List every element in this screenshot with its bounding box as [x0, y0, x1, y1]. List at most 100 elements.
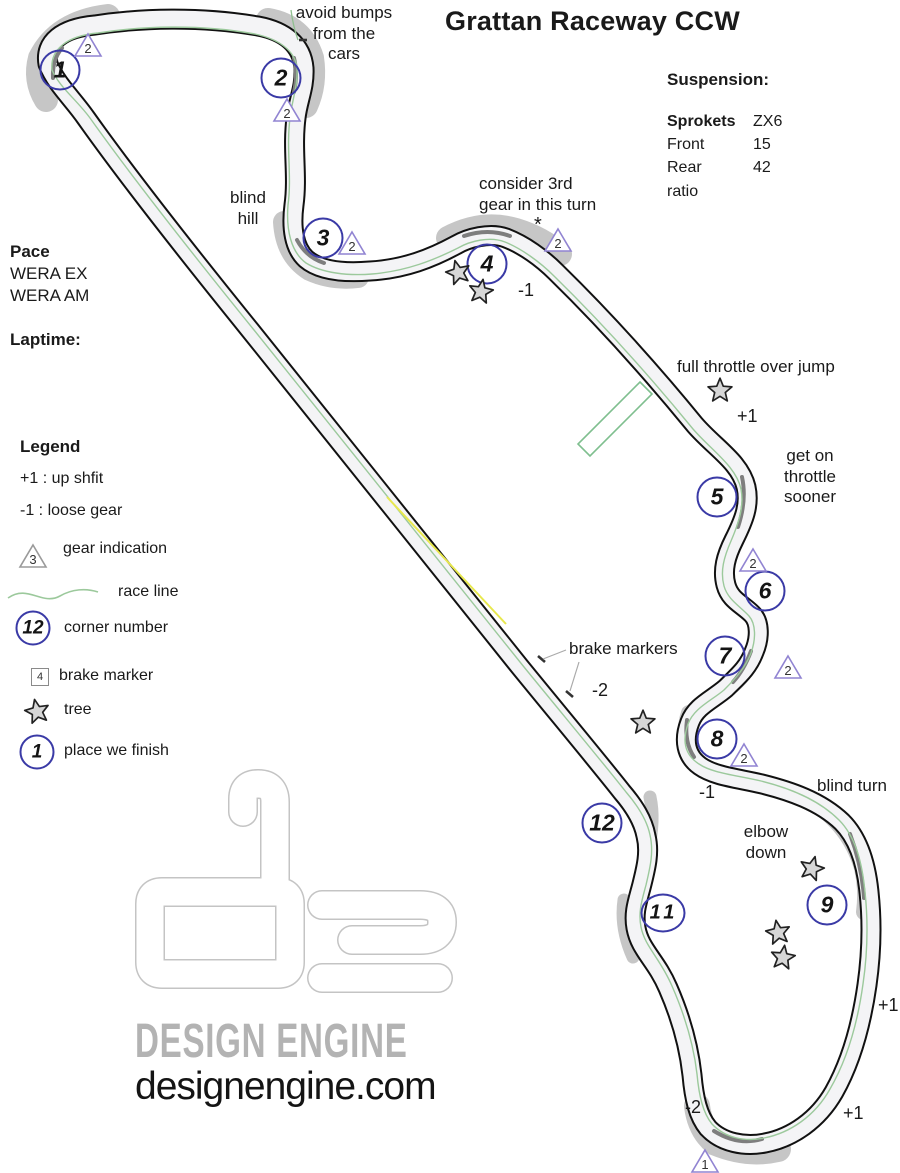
leader-avoid-bumps	[290, 9, 299, 41]
legend-tree-icon	[22, 696, 52, 725]
triangle-shape	[272, 97, 302, 122]
annotation-avoid-bumps: avoid bumps from the cars	[295, 3, 393, 64]
pace-heading: Pace	[10, 242, 50, 261]
apex-strip-8	[684, 718, 696, 759]
legend-upshift: +1 : up shfit	[20, 470, 104, 487]
gear-number: 3	[29, 552, 36, 567]
susp-row-label: ratio	[667, 182, 699, 200]
apex-strip-3	[295, 238, 326, 265]
tick-straight-2	[565, 690, 574, 698]
legend-finish-icon: 1	[19, 734, 55, 770]
gear-triangle-corner4: 2	[543, 227, 573, 252]
apex-strip-hairpin	[712, 1129, 764, 1144]
legend-gear-triangle-icon: 3	[18, 543, 48, 568]
gear-triangle-bottom-hairpin: 1	[690, 1148, 720, 1173]
pace-block: Pace WERA EX WERA AM	[10, 241, 89, 307]
jump-marker-shape	[576, 380, 654, 458]
gear-number: 2	[84, 41, 91, 56]
annotation-minus1-corner4: -1	[518, 280, 535, 300]
gear-number: 2	[283, 106, 290, 121]
annotation-blind-turn: blind turn	[817, 776, 887, 795]
annotation-full-throttle: full throttle over jump	[677, 357, 835, 376]
gear-number: 1	[701, 1157, 708, 1172]
legend-race-line-sample	[7, 588, 99, 600]
race-line	[51, 26, 868, 1141]
annotation-blind-hill: blind hill	[230, 188, 266, 228]
curb-corner11	[616, 893, 640, 964]
annotation-asterisk: *	[534, 214, 542, 236]
tree-icon	[630, 709, 656, 734]
logo-d-bowl-core	[136, 878, 304, 988]
susp-row-value	[753, 182, 782, 201]
corner-circle-1: 1	[39, 49, 81, 91]
gear-triangle-corner2: 2	[272, 97, 302, 122]
corner-circle-12: 12	[581, 802, 623, 844]
pace-line: WERA AM	[10, 286, 90, 306]
annotation-minus2-bottom: -2	[685, 1097, 702, 1117]
corner-circle-7: 7	[704, 635, 746, 677]
triangle-shape	[73, 32, 103, 57]
annotation-brake-markers: brake markers	[569, 639, 678, 658]
annotation-elbow-down: elbow down	[743, 822, 789, 862]
annotation-plus1-jump: +1	[737, 406, 758, 426]
suspension-table: Sprokets ZX6 Front 15 Rear 42 ratio	[667, 112, 782, 201]
brand-name: DESIGN ENGINE	[135, 1013, 408, 1068]
track-ticks	[299, 38, 574, 698]
apex-strip-4	[462, 230, 512, 238]
yellow-race-line-segment	[386, 496, 507, 625]
pace-line: WERA EX	[10, 264, 88, 284]
annotation-get-on-throttle: get on throttle sooner	[784, 446, 836, 507]
logo-core	[136, 770, 456, 992]
annotation-minus1-after8: -1	[699, 782, 716, 802]
apex-strip-5	[736, 475, 746, 529]
suspension-heading: Suspension:	[667, 70, 770, 89]
gear-number: 2	[348, 239, 355, 254]
triangle-shape	[543, 227, 573, 252]
susp-row-value: 42	[753, 159, 771, 177]
gear-triangle-corner3: 2	[337, 230, 367, 255]
design-engine-logo-mark	[135, 769, 457, 993]
legend-heading: Legend	[20, 437, 81, 456]
corner-circle-6: 6	[744, 570, 786, 612]
tree-icon	[466, 276, 496, 305]
gear-triangle-corner1: 2	[73, 32, 103, 57]
logo-d-stem-core	[229, 770, 289, 894]
legend-race-line-label: race line	[118, 583, 179, 600]
leader-brake-marker-2	[569, 661, 580, 692]
legend-loose-gear: -1 : loose gear	[20, 502, 123, 519]
leader-brake-marker-1	[542, 649, 567, 660]
legend-brake-marker-icon: 4	[31, 668, 49, 686]
laptime-label: Laptime:	[10, 330, 81, 349]
triangle-shape	[690, 1148, 720, 1173]
triangle-shape	[337, 230, 367, 255]
legend-gear-indication-label: gear indication	[63, 540, 168, 557]
gear-number: 2	[554, 236, 561, 251]
gear-number: 2	[784, 663, 791, 678]
susp-row-value: 15	[753, 136, 771, 154]
susp-row-label: Rear	[667, 159, 702, 177]
triangle-shape	[18, 543, 48, 568]
susp-row-label: Sprokets	[667, 113, 736, 130]
brand-website: designengine.com	[135, 1065, 437, 1108]
susp-row-label: Front	[667, 136, 705, 154]
annotation-consider-3rd: consider 3rd gear in this turn	[479, 174, 597, 214]
tick-straight-1	[537, 655, 546, 663]
legend-corner-number-label: corner number	[64, 619, 169, 636]
annotation-plus1-bottom: +1	[843, 1103, 864, 1123]
legend-corner-number-icon: 12	[15, 610, 51, 646]
annotation-plus1-right: +1	[878, 995, 899, 1015]
gear-triangle-corner7: 2	[773, 654, 803, 679]
gear-number: 2	[740, 751, 747, 766]
corner-circle-5: 5	[696, 476, 738, 518]
corner-circle-4: 4	[466, 243, 508, 285]
logo-e-top-core	[308, 891, 456, 954]
track-surface	[38, 10, 880, 1153]
legend-tree-label: tree	[64, 701, 92, 718]
gear-triangle-corner6: 2	[738, 547, 768, 572]
corner-circle-3: 3	[302, 217, 344, 259]
annotation-minus2-straight: -2	[592, 680, 609, 700]
susp-row-value: ZX6	[753, 113, 783, 130]
tree-icon	[768, 942, 798, 971]
